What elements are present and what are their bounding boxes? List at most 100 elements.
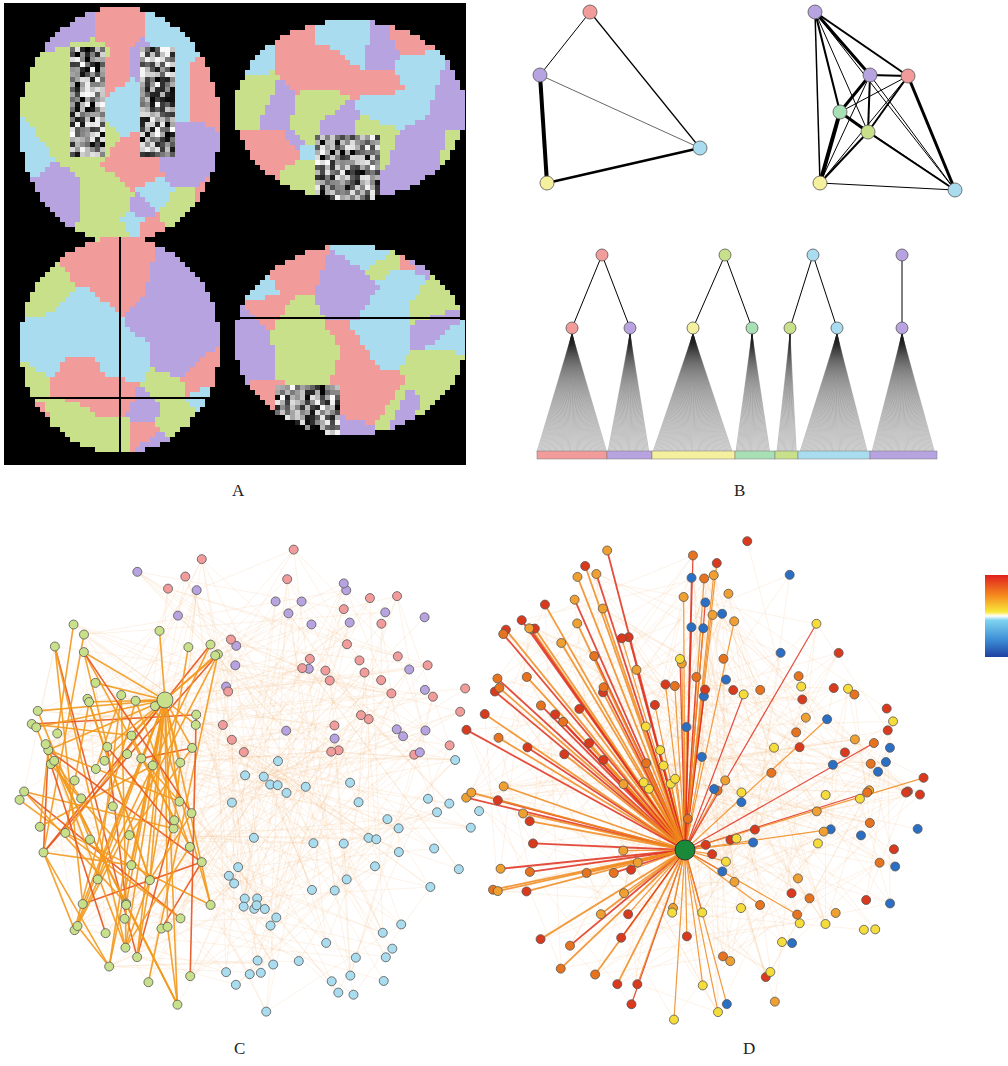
voxel — [170, 152, 175, 157]
voxel — [155, 142, 160, 147]
voxel — [205, 77, 210, 82]
voxel — [95, 172, 100, 177]
voxel — [170, 47, 175, 52]
voxel — [150, 27, 155, 32]
voxel — [130, 142, 135, 147]
voxel — [85, 137, 90, 142]
voxel — [215, 102, 220, 107]
voxel — [350, 65, 355, 70]
voxel — [320, 60, 325, 65]
voxel — [30, 127, 35, 132]
voxel — [195, 152, 200, 157]
voxel — [90, 67, 95, 72]
voxel — [175, 207, 180, 212]
voxel — [90, 82, 95, 87]
voxel — [390, 65, 395, 70]
voxel — [125, 157, 130, 162]
voxel — [125, 97, 130, 102]
voxel — [325, 20, 330, 25]
voxel — [195, 102, 200, 107]
voxel — [265, 65, 270, 70]
voxel — [190, 152, 195, 157]
voxel — [325, 60, 330, 65]
voxel — [110, 62, 115, 67]
voxel — [125, 187, 130, 192]
voxel — [85, 17, 90, 22]
voxel — [50, 202, 55, 207]
voxel — [105, 112, 110, 117]
voxel — [200, 162, 205, 167]
voxel — [80, 182, 85, 187]
voxel — [150, 87, 155, 92]
voxel — [95, 162, 100, 167]
voxel — [145, 122, 150, 127]
voxel — [70, 182, 75, 187]
voxel — [180, 157, 185, 162]
voxel — [320, 50, 325, 55]
voxel — [120, 162, 125, 167]
voxel — [375, 55, 380, 60]
voxel — [335, 70, 340, 75]
voxel — [195, 67, 200, 72]
voxel — [135, 72, 140, 77]
voxel — [150, 167, 155, 172]
voxel — [135, 17, 140, 22]
voxel — [140, 117, 145, 122]
voxel — [375, 25, 380, 30]
voxel — [135, 112, 140, 117]
voxel — [140, 227, 145, 232]
voxel — [105, 132, 110, 137]
voxel — [130, 177, 135, 182]
voxel — [335, 75, 340, 80]
voxel — [425, 75, 430, 80]
voxel — [330, 40, 335, 45]
voxel — [195, 177, 200, 182]
voxel — [50, 172, 55, 177]
voxel — [25, 167, 30, 172]
voxel — [35, 107, 40, 112]
voxel — [275, 75, 280, 80]
voxel — [90, 102, 95, 107]
voxel — [380, 40, 385, 45]
voxel — [320, 80, 325, 85]
voxel — [65, 47, 70, 52]
voxel — [145, 12, 150, 17]
voxel — [170, 202, 175, 207]
voxel — [335, 80, 340, 85]
voxel — [60, 162, 65, 167]
voxel — [420, 80, 425, 85]
voxel — [90, 207, 95, 212]
voxel — [30, 137, 35, 142]
voxel — [85, 97, 90, 102]
voxel — [115, 117, 120, 122]
voxel — [190, 157, 195, 162]
voxel — [335, 25, 340, 30]
voxel — [110, 47, 115, 52]
voxel — [85, 87, 90, 92]
voxel — [165, 217, 170, 222]
voxel — [200, 97, 205, 102]
voxel — [340, 90, 345, 95]
voxel — [55, 87, 60, 92]
voxel — [175, 62, 180, 67]
voxel — [340, 20, 345, 25]
voxel — [145, 77, 150, 82]
voxel — [90, 227, 95, 232]
voxel — [80, 102, 85, 107]
voxel — [400, 75, 405, 80]
voxel — [150, 142, 155, 147]
voxel — [370, 40, 375, 45]
voxel — [350, 20, 355, 25]
voxel — [165, 117, 170, 122]
voxel — [165, 197, 170, 202]
voxel — [340, 35, 345, 40]
voxel — [155, 202, 160, 207]
voxel — [100, 132, 105, 137]
voxel — [185, 177, 190, 182]
voxel — [370, 85, 375, 90]
voxel — [80, 157, 85, 162]
voxel — [45, 47, 50, 52]
voxel — [385, 35, 390, 40]
voxel — [295, 55, 300, 60]
voxel — [280, 90, 285, 95]
